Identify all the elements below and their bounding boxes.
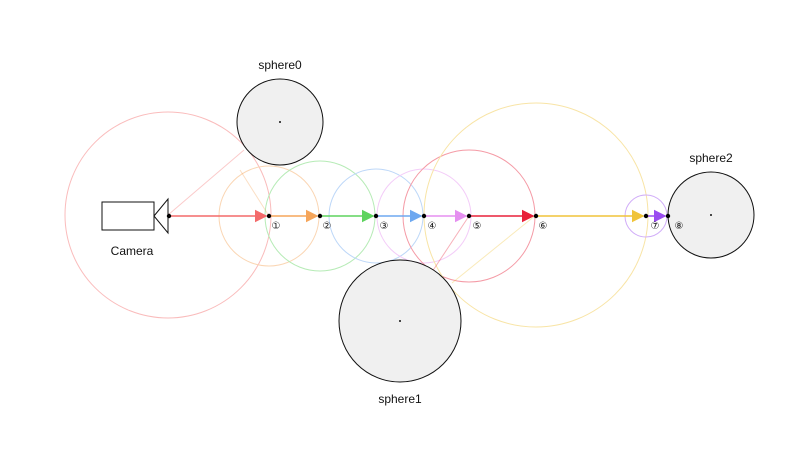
sphere0-center <box>279 121 281 123</box>
march-point-5 <box>466 213 472 219</box>
camera-icon: Camera <box>101 197 169 258</box>
sphere1-label: sphere1 <box>378 392 422 406</box>
step-label-6: ⑥ <box>539 221 548 232</box>
march-point-6 <box>533 213 539 219</box>
sphere2-center <box>710 214 712 216</box>
camera-label: Camera <box>111 244 154 258</box>
sphere1: sphere1 <box>338 259 462 406</box>
sphere2: sphere2 <box>667 151 755 259</box>
step-label-7: ⑦ <box>651 221 660 232</box>
step-label-5: ⑤ <box>473 221 482 232</box>
step-label-3: ③ <box>380 221 389 232</box>
sphere0-label: sphere0 <box>258 58 302 72</box>
march-point-0 <box>166 213 172 219</box>
sphere2-label: sphere2 <box>689 151 733 165</box>
march-point-4 <box>421 213 427 219</box>
march-point-1 <box>266 213 272 219</box>
step-label-1: ① <box>272 221 281 232</box>
march-point-2 <box>317 213 323 219</box>
step-label-4: ④ <box>428 221 437 232</box>
march-point-3 <box>373 213 379 219</box>
march-point-7 <box>643 213 649 219</box>
sphere0: sphere0 <box>236 58 324 166</box>
step-label-8: ⑧ <box>675 221 684 232</box>
march-points <box>166 213 671 219</box>
march-point-8 <box>665 213 671 219</box>
sphere1-center <box>399 320 401 322</box>
nearest-surface-lines <box>167 149 537 284</box>
step-label-2: ② <box>323 221 332 232</box>
step-labels: ① ② ③ ④ ⑤ ⑥ ⑦ ⑧ <box>272 221 684 232</box>
distance-circle-0 <box>64 111 272 319</box>
